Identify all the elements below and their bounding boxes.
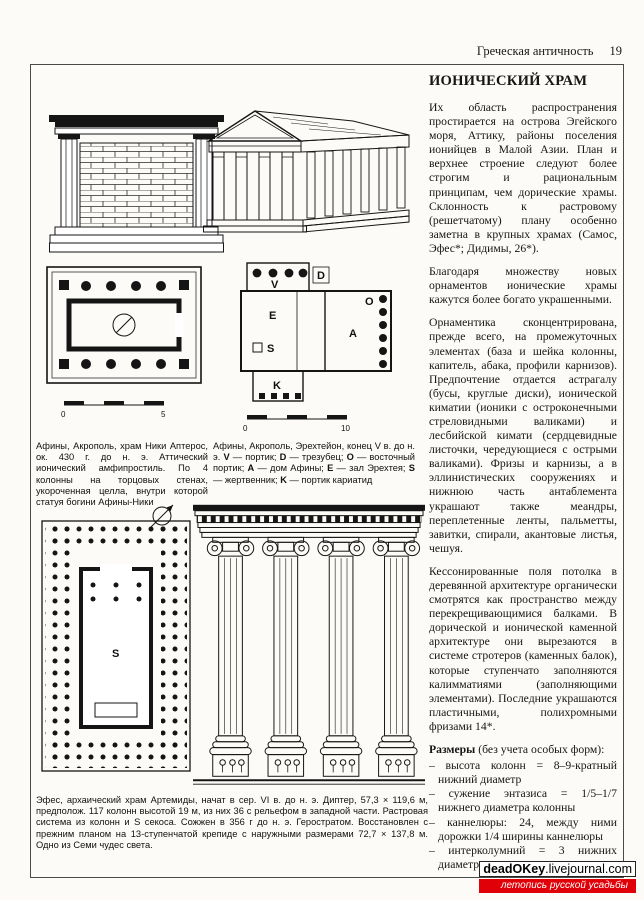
figure-nike-temple-plan: 0 5	[46, 266, 202, 419]
legend-text: — дом Афины;	[257, 463, 324, 474]
caption-erechtheion-title: Афины, Акрополь, Эрехтейон, конец V в. д…	[213, 441, 415, 463]
size-item: – высота колонн = 8–9-кратный нижний диа…	[429, 759, 617, 787]
figure-nike-temple-elevation	[49, 115, 224, 253]
caption-nike-temple: Афины, Акрополь, храм Ники Аптерос, ок. …	[36, 441, 208, 508]
article-paragraph: Их область распространения простирается …	[429, 101, 617, 255]
content-frame: 0 5 V D O A E S K	[30, 64, 624, 878]
legend-letter: A	[247, 463, 255, 474]
size-item: – сужение энтазиса = 1/5–1/7 нижнего диа…	[429, 787, 617, 815]
size-item: – каннелюры: 24, между ними дорожки 1/4 …	[429, 815, 617, 843]
legend-item: A — дом Афины;	[248, 463, 324, 473]
caption-erechtheion: Афины, Акрополь, Эрехтейон, конец V в. д…	[213, 441, 415, 486]
figure-artemis-temple-plan: S	[41, 520, 191, 772]
watermark-domain: .livejournal.com	[545, 862, 632, 876]
article-paragraph: Благодаря множеству новых орнаментов ион…	[429, 265, 617, 307]
erechtheion-scale-start: 0	[243, 424, 248, 433]
legend-item: O — восточный портик;	[213, 452, 415, 473]
article-paragraph: Орнаментика сконцентрирована, прежде все…	[429, 316, 617, 555]
figure-erechtheion-plan: V D O A E S K 0 10	[240, 262, 392, 433]
page-header: Греческая античность 19	[30, 44, 622, 59]
legend-item: S — жертвенник;	[213, 463, 415, 484]
legend-text: — восточный портик;	[213, 452, 415, 474]
legend-letter: E	[327, 463, 334, 474]
plan-label-o: O	[365, 296, 374, 308]
legend-item: K — портик кариатид	[280, 475, 372, 485]
legend-letter: S	[408, 463, 415, 474]
legend-letter: K	[280, 474, 287, 485]
watermark-site: deadOKey.livejournal.com	[479, 861, 636, 877]
caption-artemis-temple: Эфес, архаический храм Артемиды, начат в…	[36, 795, 428, 850]
legend-item: V — портик;	[223, 452, 276, 462]
header-section-title: Греческая античность	[476, 44, 594, 58]
legend-letter: V	[223, 452, 230, 463]
sizes-heading-bold: Размеры	[429, 743, 476, 757]
plan-label-k: K	[273, 380, 281, 392]
plan-label-a: A	[349, 328, 357, 340]
sizes-heading: Размеры (без учета особых форм):	[429, 743, 617, 757]
sizes-list: – высота колонн = 8–9-кратный нижний диа…	[429, 759, 617, 872]
watermark-tagline: летопись русской усадьбы	[479, 879, 636, 893]
sizes-heading-rest: (без учета особых форм):	[475, 743, 605, 757]
article-paragraph: Кессонированные поля потолка в деревянно…	[429, 564, 617, 733]
legend-text: — портик;	[232, 452, 277, 463]
plan-label-s: S	[267, 343, 274, 355]
sekos-label: S	[112, 648, 119, 660]
watermark: deadOKey.livejournal.com летопись русско…	[479, 860, 636, 893]
statue-mark	[112, 313, 136, 337]
legend-item: D — трезубец;	[280, 452, 344, 462]
legend-letter: O	[346, 452, 354, 463]
page-number: 19	[609, 44, 623, 58]
plan-label-v: V	[271, 279, 279, 291]
figure-ionic-colonnade-elevation	[193, 504, 425, 785]
legend-text: — трезубец;	[289, 452, 344, 463]
legend-item: E — зал Эрехтея;	[327, 463, 405, 473]
legend-text: — зал Эрехтея;	[336, 463, 406, 474]
legend-text: — жертвенник;	[213, 474, 278, 485]
plan-label-d: D	[317, 270, 325, 282]
watermark-brand: deadOKey	[483, 862, 546, 876]
size-item: – интерколумний = 3 нижних диаметра	[429, 843, 617, 871]
plan-label-e: E	[269, 310, 276, 322]
legend-letter: D	[279, 452, 287, 463]
legend-text: — портик кариатид	[289, 474, 373, 485]
nike-scale-start: 0	[61, 410, 66, 419]
article-title: ИОНИЧЕСКИЙ ХРАМ	[429, 73, 588, 89]
figure-temple-perspective	[203, 110, 410, 233]
nike-scale-end: 5	[161, 410, 166, 419]
article-column: ИОНИЧЕСКИЙ ХРАМ Их область распространен…	[429, 73, 617, 872]
erechtheion-scale-end: 10	[341, 424, 350, 433]
